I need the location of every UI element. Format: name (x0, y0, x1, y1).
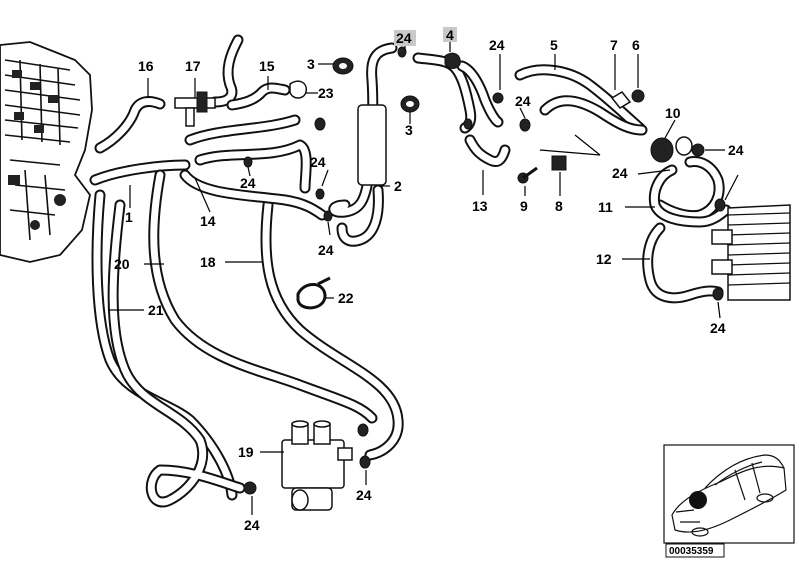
callout-6: 6 (632, 37, 640, 53)
callout-7: 7 (610, 37, 618, 53)
vehicle-location-inset (663, 444, 795, 544)
callout-1: 1 (125, 209, 133, 225)
callout-labels: 16 17 15 3 23 24 4 24 5 7 6 3 24 2 24 24… (114, 27, 744, 533)
callout-24-h: 24 (728, 142, 744, 158)
leader-lines (108, 38, 739, 515)
callout-13: 13 (472, 198, 488, 214)
callout-15: 15 (259, 58, 275, 74)
callout-17: 17 (185, 58, 201, 74)
callout-5: 5 (550, 37, 558, 53)
callout-3-mid: 3 (405, 122, 413, 138)
callout-8: 8 (555, 198, 563, 214)
callout-24-top-highlighted: 24 (396, 30, 412, 46)
callout-12: 12 (596, 251, 612, 267)
small-parts (174, 46, 791, 511)
heater-core-illustration (711, 204, 791, 301)
callout-4: 4 (446, 27, 454, 43)
callout-16: 16 (138, 58, 154, 74)
diagram-code: 00035359 (669, 546, 714, 557)
callout-11: 11 (598, 199, 613, 215)
callout-24-i: 24 (612, 165, 628, 181)
callout-22: 22 (338, 290, 354, 306)
callout-21: 21 (148, 302, 164, 318)
callout-2: 2 (394, 178, 402, 194)
diagram-code-box (665, 543, 725, 558)
callout-24-j: 24 (710, 320, 726, 336)
callout-18: 18 (200, 254, 216, 270)
callout-24-b: 24 (310, 154, 326, 170)
callout-24-e: 24 (244, 517, 260, 533)
callout-24-g: 24 (515, 93, 531, 109)
callout-highlight-4 (443, 27, 457, 42)
callout-24-c: 24 (318, 242, 334, 258)
hose-paths (89, 34, 732, 508)
callout-3-top: 3 (307, 56, 315, 72)
callout-24-d: 24 (240, 175, 256, 191)
water-valve-illustration (281, 420, 353, 511)
callout-10: 10 (665, 105, 681, 121)
callout-20: 20 (114, 256, 130, 272)
callout-9: 9 (520, 198, 528, 214)
callout-24-f: 24 (356, 487, 372, 503)
callout-highlight-24-top (394, 30, 416, 46)
callout-19: 19 (238, 444, 254, 460)
callout-23: 23 (318, 85, 334, 101)
callout-24-a: 24 (489, 37, 505, 53)
engine-block-illustration (0, 41, 93, 263)
callout-14: 14 (200, 213, 216, 229)
